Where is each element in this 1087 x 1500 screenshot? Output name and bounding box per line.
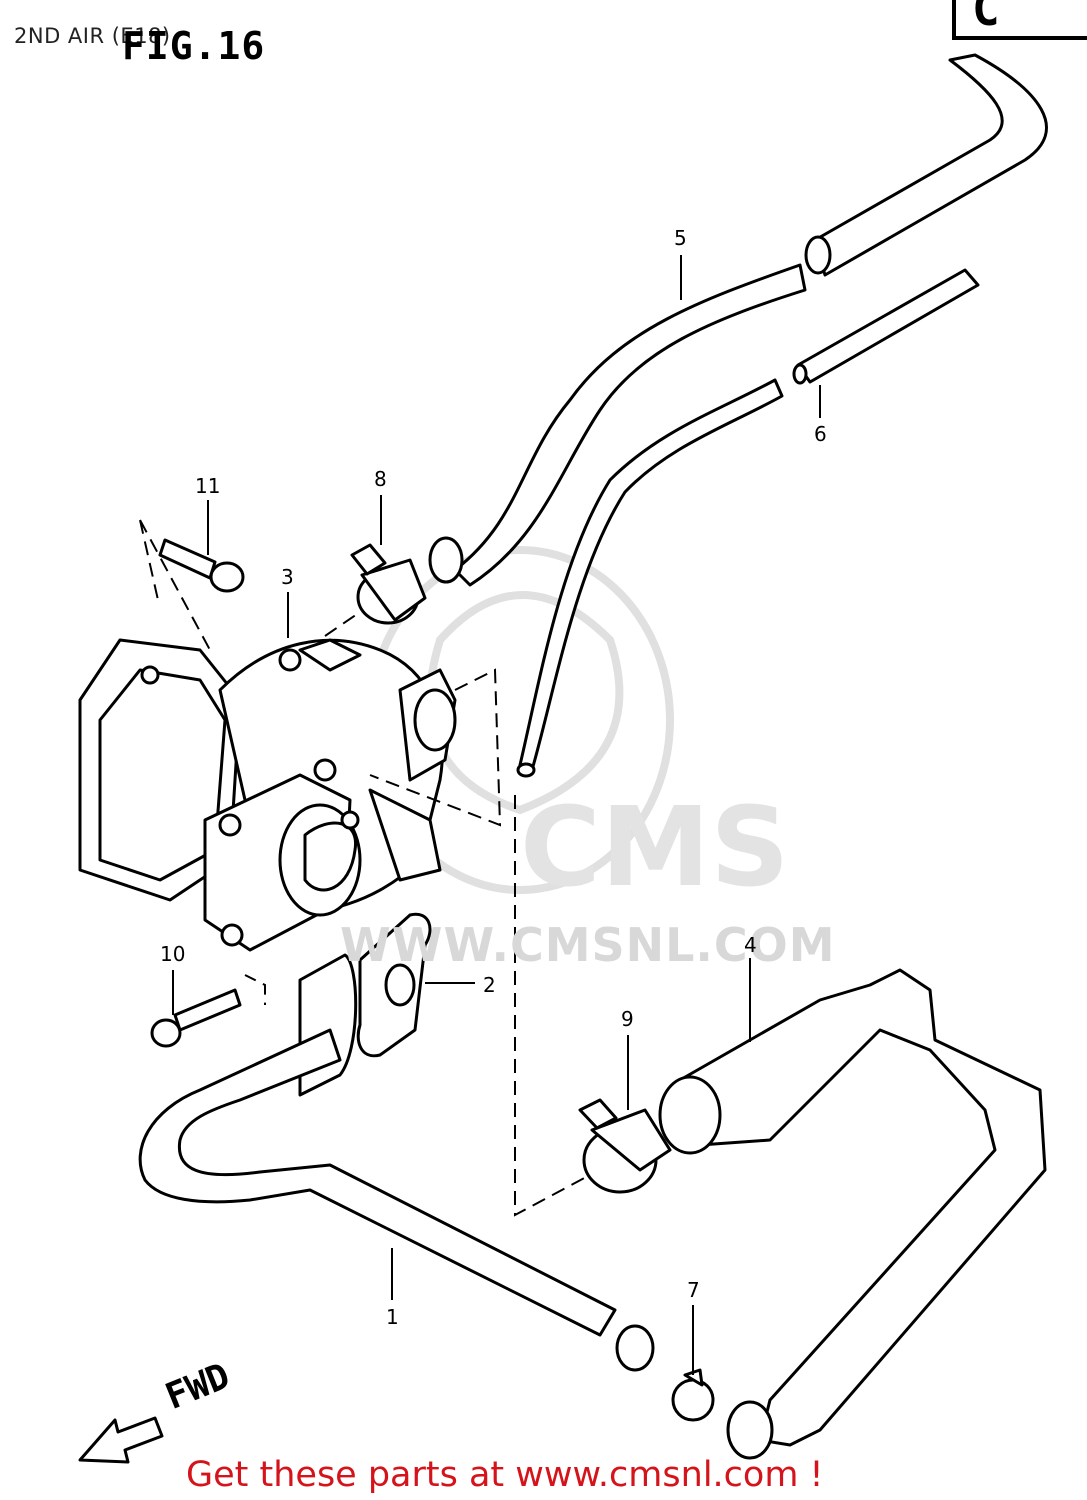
reed-valve-3 bbox=[78, 638, 457, 952]
callout-2: 2 bbox=[483, 973, 496, 997]
hose-4 bbox=[658, 968, 1047, 1460]
footer-link[interactable]: Get these parts at www.cmsnl.com ! bbox=[186, 1455, 824, 1495]
callout-6: 6 bbox=[814, 422, 827, 446]
callout-8: 8 bbox=[374, 467, 387, 491]
page-title: 2ND AIR (E18) bbox=[14, 24, 171, 48]
gasket-2 bbox=[356, 912, 432, 1058]
fwd-arrow bbox=[78, 1416, 164, 1464]
dash-line-main bbox=[514, 795, 591, 1217]
svg-text:CMS: CMS bbox=[520, 783, 789, 911]
corner-tag-text: C bbox=[972, 0, 1000, 36]
watermark-text: WWW.CMSNL.COM bbox=[340, 918, 836, 972]
pipe-1 bbox=[138, 953, 655, 1372]
callout-3: 3 bbox=[281, 565, 294, 589]
callout-9: 9 bbox=[621, 1007, 634, 1031]
figure-label: FIG.16 bbox=[122, 24, 266, 68]
bolt-11 bbox=[158, 538, 245, 593]
callout-4: 4 bbox=[744, 933, 757, 957]
dash-line-bolt11 bbox=[139, 519, 211, 651]
callout-5: 5 bbox=[674, 226, 687, 250]
callout-10: 10 bbox=[160, 942, 186, 966]
callout-1: 1 bbox=[386, 1305, 399, 1329]
bolt-10 bbox=[150, 988, 242, 1048]
callout-7: 7 bbox=[687, 1278, 700, 1302]
dash-line-clamp8 bbox=[324, 609, 364, 637]
hose-5-upper bbox=[428, 53, 1048, 587]
clamp-8 bbox=[350, 543, 427, 625]
hose-6-thin bbox=[516, 268, 980, 778]
dash-line-bolt10 bbox=[244, 974, 266, 1005]
clamp-7 bbox=[671, 1368, 715, 1422]
dash-line-hose5 bbox=[369, 668, 502, 827]
callout-11: 11 bbox=[195, 474, 221, 498]
clamp-9 bbox=[578, 1098, 672, 1194]
corner-tag: C bbox=[952, 0, 1087, 40]
